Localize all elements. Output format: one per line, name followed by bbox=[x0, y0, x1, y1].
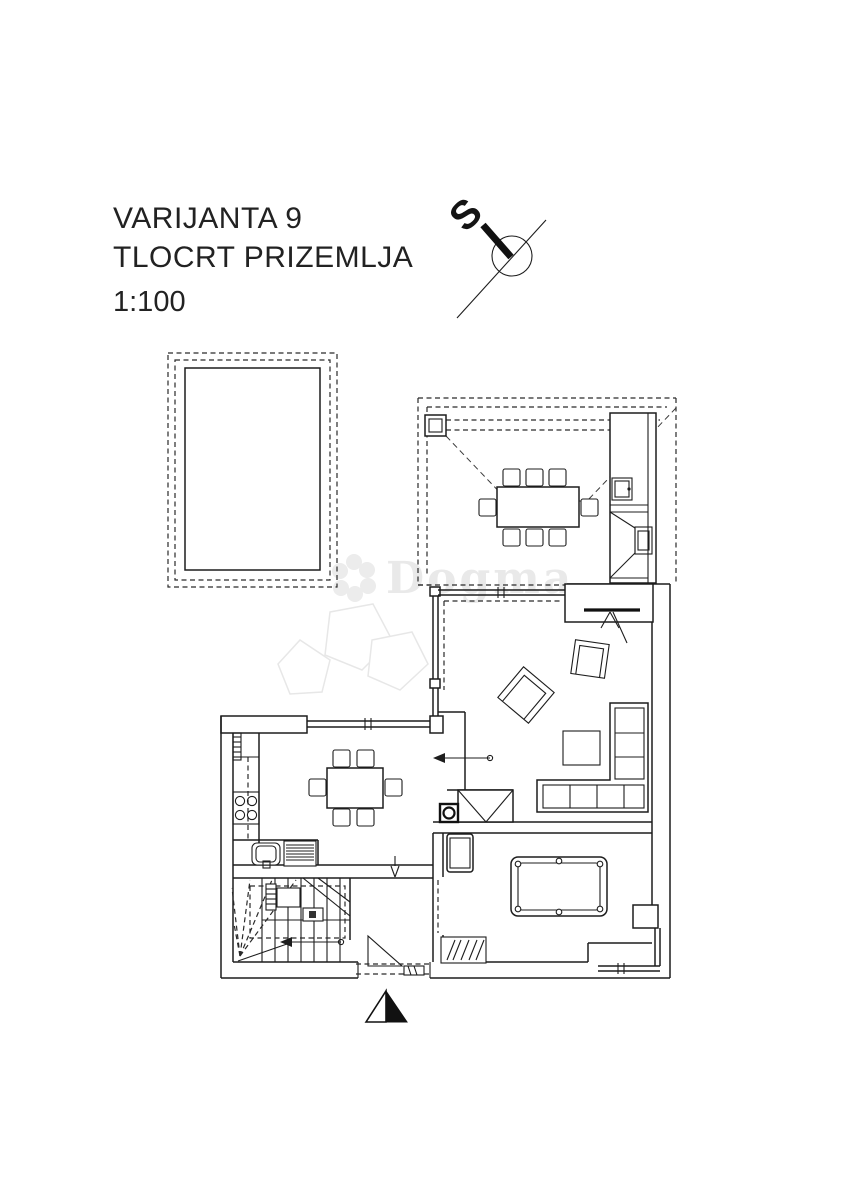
terrace-chair bbox=[525, 528, 544, 547]
glass-wall-west bbox=[429, 586, 445, 716]
outdoor-sink bbox=[611, 477, 633, 501]
swimming-pool bbox=[167, 352, 338, 588]
kitchen bbox=[232, 732, 403, 869]
covered-terrace bbox=[417, 397, 677, 586]
pool-basin bbox=[184, 367, 321, 571]
title-block: VARIJANTA 9 TLOCRT PRIZEMLJA 1:100 bbox=[113, 202, 413, 318]
terrace-column bbox=[424, 414, 447, 437]
terrace-chair bbox=[525, 468, 544, 487]
stairs-down-arrow bbox=[237, 937, 345, 962]
terrace-chair bbox=[548, 528, 567, 547]
watermark-text: Dogma bbox=[386, 553, 574, 604]
table-top bbox=[326, 767, 384, 809]
kitchen-dining-table bbox=[308, 749, 403, 827]
entrance-marker-icon bbox=[364, 988, 408, 1023]
chair bbox=[332, 808, 351, 827]
armchair bbox=[570, 639, 610, 679]
boiler bbox=[438, 802, 460, 824]
chair bbox=[356, 749, 375, 768]
living-room bbox=[433, 583, 654, 824]
billiard-table bbox=[510, 856, 608, 917]
closet bbox=[457, 789, 514, 823]
watermark-flower-icon bbox=[332, 554, 376, 602]
north-arrow-icon: S bbox=[441, 190, 547, 319]
terrace-chair bbox=[502, 528, 521, 547]
stairs-up-arrow bbox=[433, 753, 494, 763]
terrace-chair bbox=[548, 468, 567, 487]
corner-window bbox=[587, 904, 661, 974]
side-cabinet bbox=[446, 833, 474, 873]
wall-hatch bbox=[232, 732, 242, 761]
door-swing bbox=[367, 934, 404, 967]
terrace-chair bbox=[478, 498, 497, 517]
chair bbox=[308, 778, 327, 797]
title-variant: VARIJANTA 9 bbox=[113, 202, 302, 235]
pool-mid-edge bbox=[174, 359, 331, 581]
appliance bbox=[283, 840, 317, 867]
pool-outer-edge bbox=[167, 352, 338, 588]
chair bbox=[384, 778, 403, 797]
terrace-chair bbox=[580, 498, 599, 517]
staircase bbox=[231, 877, 351, 962]
kitchen-window bbox=[307, 718, 433, 730]
chair bbox=[332, 749, 351, 768]
title-plan: TLOCRT PRIZEMLJA bbox=[113, 241, 413, 274]
door-marker bbox=[390, 856, 400, 878]
cooktop bbox=[232, 791, 260, 825]
north-label: S bbox=[441, 190, 491, 240]
door-leaf bbox=[403, 965, 425, 976]
under-stair-fixtures bbox=[265, 883, 324, 922]
corner-sofa bbox=[536, 702, 649, 813]
entrance bbox=[356, 934, 431, 1023]
terrace-chair bbox=[502, 468, 521, 487]
glass-wall-north bbox=[438, 587, 567, 602]
games-room bbox=[440, 833, 608, 964]
kitchen-counter bbox=[232, 732, 319, 869]
fireplace bbox=[609, 511, 653, 579]
outdoor-kitchen bbox=[609, 412, 657, 584]
kitchen-sink bbox=[251, 842, 281, 869]
terrace-table-top bbox=[496, 486, 580, 528]
chair bbox=[356, 808, 375, 827]
house-walls bbox=[220, 583, 671, 979]
terrace-dining-table bbox=[478, 468, 599, 547]
coffee-table bbox=[562, 730, 601, 766]
title-scale: 1:100 bbox=[113, 286, 186, 318]
doormat bbox=[440, 936, 487, 964]
tv-cabinet bbox=[564, 583, 654, 644]
watermark-polygons bbox=[277, 603, 429, 695]
armchair bbox=[497, 666, 555, 724]
